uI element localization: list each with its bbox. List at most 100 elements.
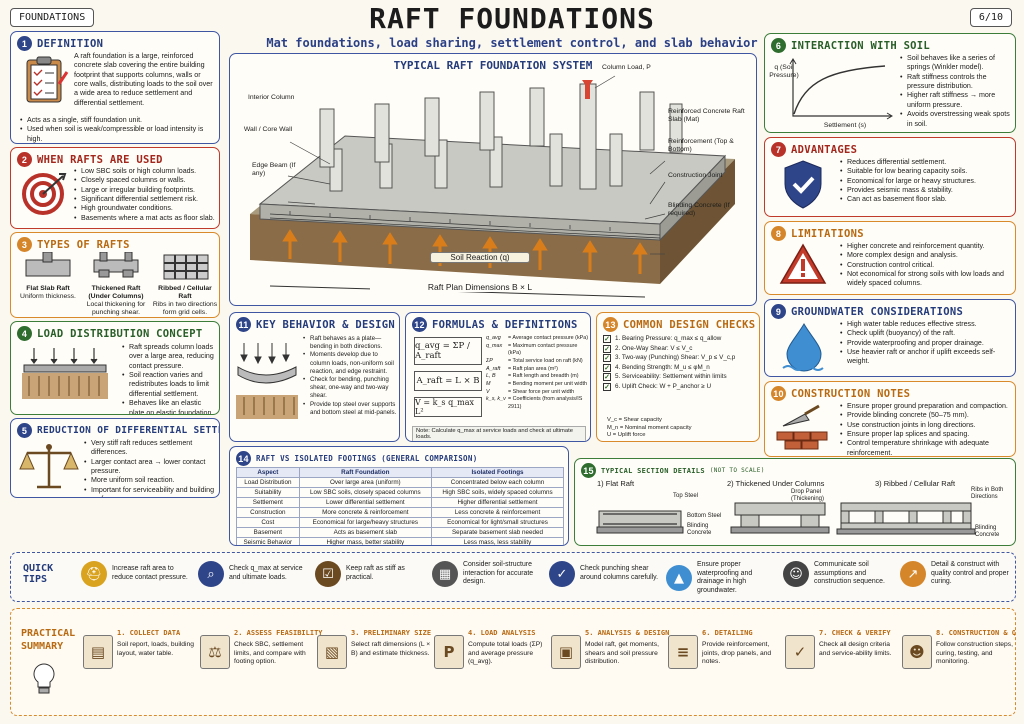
design-check-item: ✓4. Bending Strength: M_u ≤ φM_n: [603, 363, 710, 372]
water-drop-icon: ▲: [666, 565, 692, 592]
step-heading: 5. ANALYSIS & DESIGN: [585, 629, 670, 637]
formula-area: A_raft = L × B: [414, 371, 482, 391]
groundwater-bullets: High water table reduces effective stres…: [839, 320, 1015, 367]
summary-step: ☻ 8. CONSTRUCTION & QC Follow construction…: [902, 629, 1016, 709]
page-subtitle: Mat foundations, load sharing, settlemen…: [266, 36, 758, 50]
advantages-bullets: Reduces differential settlement.Suitable…: [839, 158, 1015, 205]
label-interior-column: Interior Column: [248, 94, 295, 101]
label-ribs: Ribs in Both Directions: [971, 487, 1004, 501]
load-distribution-bullets: Raft spreads column loads over a large a…: [121, 343, 218, 414]
settlement-bullets: Very stiff raft reduces settlement diffe…: [83, 439, 218, 497]
definition-bullets: Acts as a single, stiff foundation unit.…: [19, 116, 217, 143]
label-reinforcement: Reinforcement (Top & Bottom): [668, 138, 734, 154]
formula-definitions: q_avg= Average contact pressure (kPa)q_m…: [486, 335, 590, 412]
label-blinding-concrete-2: Blinding Concrete: [975, 525, 1000, 539]
practical-summary-title: PRACTICAL SUMMARY: [21, 628, 76, 652]
step-heading: 6. DETAILING: [702, 629, 753, 637]
label-blinding-concrete: Blinding Concrete: [687, 523, 712, 537]
formula-shear: V = k_s q_max L²: [414, 397, 482, 417]
definition-row: q_max= Maximum contact pressure (kPa): [486, 342, 578, 357]
key-behavior-bullets: Raft behaves as a plate—bending in both …: [302, 335, 398, 417]
design-check-item: ✓3. Two-way (Punching) Shear: V_p ≤ V_c,…: [603, 354, 736, 362]
checkbox-icon: ✓: [603, 354, 611, 362]
pressure-settlement-graph: [789, 58, 893, 120]
label-construction-joint: Construction Joint: [668, 172, 723, 179]
step-heading: 8. CONSTRUCTION & QC: [936, 629, 1016, 637]
water-drop-icon: [782, 323, 824, 372]
rebar-icon: ≡: [668, 635, 698, 669]
shield-check-icon: ✓: [549, 561, 575, 587]
step-text: Follow construction steps, curing, testi…: [936, 641, 1013, 666]
blueprint-icon: ▧: [317, 635, 347, 669]
balance-scale-icon: [19, 444, 79, 489]
definition-row: ΣP= Total service load on raft (kN): [486, 358, 583, 365]
formula-qavg: q_avg = ΣP / A_raft: [414, 337, 482, 365]
step-text: Select raft dimensions (L × B) and estim…: [351, 641, 431, 657]
quick-tip: ↗Detail & construct with quality control…: [900, 561, 1014, 587]
definition-row: L, B= Raft length and breadth (m): [486, 373, 579, 380]
checkbox-icon: ✓: [603, 335, 611, 343]
checklist-icon: ☑: [315, 561, 341, 587]
load-spread-diagram: [22, 348, 108, 399]
design-check-item: ✓1. Bearing Pressure: q_max ≤ q_allow: [603, 335, 722, 343]
analysis-icon: ▣: [551, 635, 581, 669]
step-text: Check all design criteria and service-ab…: [819, 641, 892, 657]
definition-row: A_raft= Raft plan area (m²): [486, 365, 558, 372]
step-heading: 4. LOAD ANALYSIS: [468, 629, 536, 637]
section-thickened-label: 2) Thickened Under Columns: [727, 479, 825, 488]
design-checks-list: ✓1. Bearing Pressure: q_max ≤ q_allow✓2.…: [603, 335, 759, 392]
target-icon: [22, 173, 67, 215]
clipboard-icon: [26, 56, 69, 103]
checkbox-icon: ✓: [603, 382, 611, 391]
quick-tip: ✓Check punching shear around columns car…: [549, 561, 663, 587]
quick-tip: ☺Communicate soil assumptions and constr…: [783, 561, 897, 587]
load-icon: P: [434, 635, 464, 669]
page-number: 6/10: [969, 8, 1012, 27]
quick-tips-panel: QUICK TIPS ⛑Increase raft area to reduce…: [10, 552, 1016, 602]
hard-hat-icon: ⛑: [81, 561, 107, 587]
step-text: Model raft, get moments, shears and soil…: [585, 641, 659, 666]
main-diagram-title: TYPICAL RAFT FOUNDATION SYSTEM: [393, 59, 593, 72]
soil-interaction-bullets: Soil behaves like a series of springs (W…: [899, 54, 1014, 129]
summary-step: ▣ 5. ANALYSIS & DESIGN Model raft, get mom…: [551, 629, 669, 709]
balance-scale-icon: ⚖: [200, 635, 230, 669]
definition-row: V= Shear force per unit width: [486, 388, 575, 395]
when-used-bullets: Low SBC soils or high column loads.Close…: [73, 167, 218, 224]
flat-slab-raft-icon: [25, 252, 71, 277]
step-heading: 3. PRELIMINARY SIZE: [351, 629, 432, 637]
quick-tip: ▲Ensure proper waterproofing and drainag…: [666, 561, 780, 596]
shield-check-icon: ✓: [785, 635, 815, 669]
design-check-item: ✓2. One-Way Shear: V ≤ V_c: [603, 344, 693, 353]
people-icon: ☺: [783, 561, 809, 587]
section-tag: FOUNDATIONS: [10, 8, 95, 27]
label-column-load: Column Load, P: [602, 64, 651, 71]
summary-step: ▧ 3. PRELIMINARY SIZE Select raft dimensio…: [317, 629, 435, 709]
label-top-steel: Top Steel: [673, 493, 699, 499]
quick-tip: ☑Keep raft as stiff as practical.: [315, 561, 429, 587]
thickened-raft-icon: [93, 252, 139, 278]
worker-icon: ☻: [902, 635, 932, 669]
label-soil-reaction: Soil Reaction (q): [430, 252, 530, 263]
step-heading: 2. ASSESS FEASIBILITY: [234, 629, 323, 637]
section-flat-label: 1) Flat Raft: [597, 479, 635, 488]
definition-row: q_avg= Average contact pressure (kPa): [486, 335, 589, 341]
